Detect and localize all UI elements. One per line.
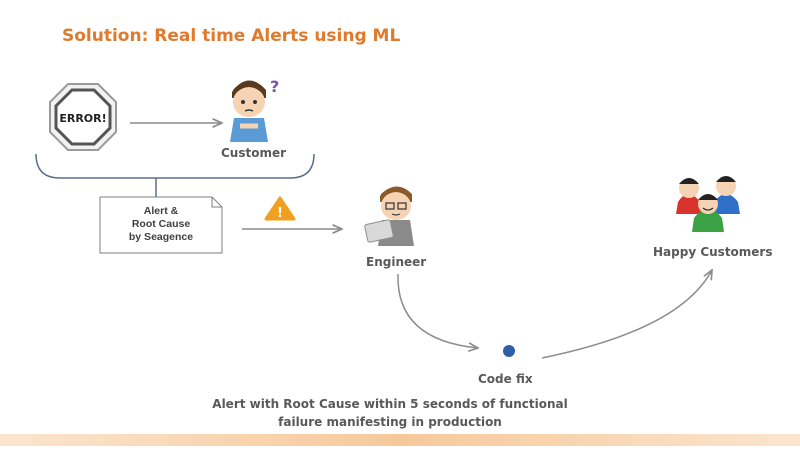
alert-note-line-2: Root Cause xyxy=(131,218,191,230)
engineer-label: Engineer xyxy=(366,255,427,269)
code-fix-dot xyxy=(503,345,515,357)
arrow-engineer-to-codefix xyxy=(397,273,478,348)
warning-glyph: ! xyxy=(277,206,283,221)
bracket-line xyxy=(35,153,315,179)
error-sign-icon: ERROR! xyxy=(49,83,117,151)
arrow-codefix-to-happy xyxy=(541,270,712,359)
confused-customer-icon: ? xyxy=(230,77,279,142)
happy-customers-icon xyxy=(676,176,740,232)
bottom-accent-bar xyxy=(0,434,800,446)
warning-icon: ! xyxy=(264,196,296,221)
engineer-icon xyxy=(364,186,414,246)
code-fix-label: Code fix xyxy=(478,372,533,386)
alert-note-line-3: by Seagence xyxy=(128,231,194,243)
error-sign-text: ERROR! xyxy=(59,112,106,125)
page-title: Solution: Real time Alerts using ML xyxy=(62,26,401,46)
customer-label: Customer xyxy=(221,146,287,160)
happy-customers-label: Happy Customers xyxy=(653,245,773,259)
caption-line-2: failure manifesting in production xyxy=(278,415,502,429)
caption-line-1: Alert with Root Cause within 5 seconds o… xyxy=(212,397,568,411)
alert-note-line-1: Alert & xyxy=(143,205,179,217)
question-mark: ? xyxy=(270,77,279,96)
alert-note-box xyxy=(99,196,223,254)
alert-note-text: Alert & Root Cause by Seagence xyxy=(100,205,222,244)
caption: Alert with Root Cause within 5 seconds o… xyxy=(190,395,590,431)
